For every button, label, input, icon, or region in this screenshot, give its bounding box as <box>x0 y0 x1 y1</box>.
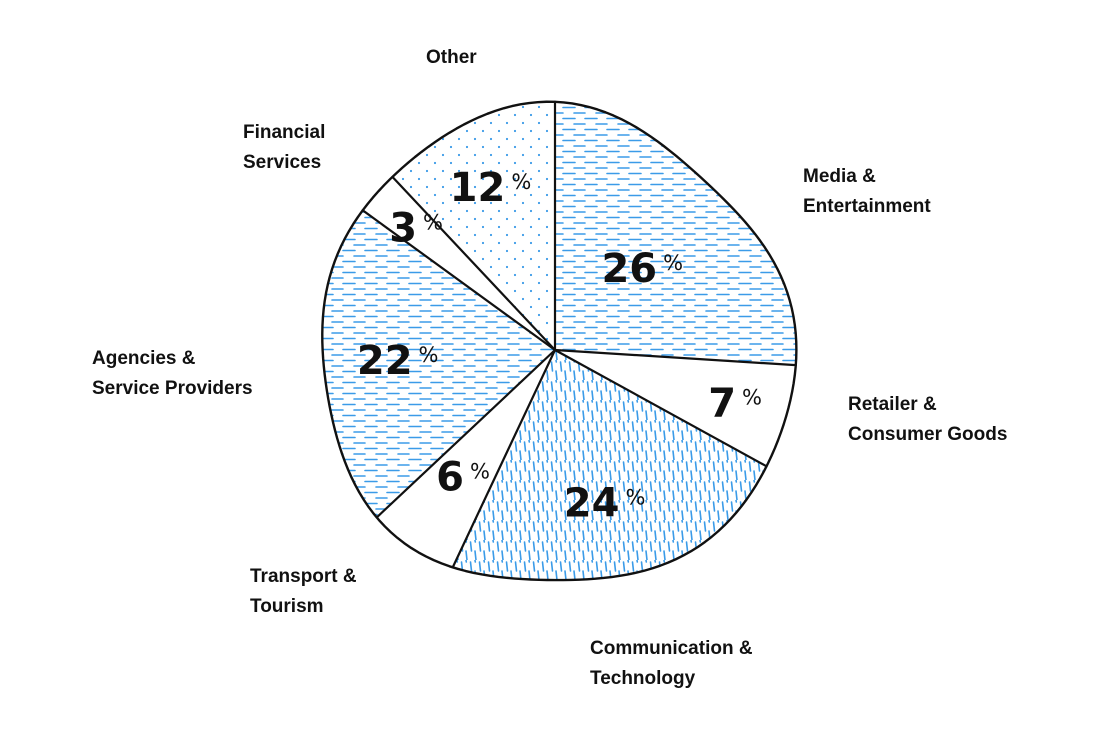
slice-financial-services <box>362 176 555 350</box>
slice-retailer-consumer-goods <box>555 350 796 467</box>
slice-values: 26% 7% 24% 6% 22% 3%12% <box>357 165 762 526</box>
divider-other <box>391 175 557 352</box>
slice-media-entertainment <box>555 101 797 366</box>
divider-retailer-consumer-goods <box>553 348 797 367</box>
value-label-financial-services: 3% <box>389 206 443 252</box>
value-label-other: 12% <box>450 165 532 211</box>
divider-transport-tourism <box>451 348 557 569</box>
value-label-retailer-consumer-goods: 7% <box>708 380 762 426</box>
category-label-other: Other <box>426 47 477 68</box>
category-label-media-entertainment: Media &Entertainment <box>803 166 931 217</box>
category-label-retailer-consumer-goods: Retailer &Consumer Goods <box>848 394 1007 445</box>
category-label-transport-tourism: Transport &Tourism <box>250 566 357 617</box>
divider-financial-services <box>361 209 557 352</box>
slice-communication-technology <box>452 350 767 581</box>
divider-communication-technology <box>553 348 768 468</box>
pie-slices <box>322 101 797 581</box>
value-label-agencies-service-providers: 22% <box>357 338 439 384</box>
pie-outline <box>321 100 798 582</box>
divider-agencies-service-providers <box>375 348 557 519</box>
value-label-media-entertainment: 26% <box>601 246 683 292</box>
value-label-transport-tourism: 6% <box>436 455 490 501</box>
category-label-agencies-service-providers: Agencies &Service Providers <box>92 348 253 399</box>
slice-agencies-service-providers <box>322 210 555 518</box>
category-label-communication-technology: Communication &Technology <box>590 638 753 689</box>
slice-other <box>392 101 555 350</box>
slice-transport-tourism <box>376 350 555 568</box>
pie-outer-edge <box>321 100 798 582</box>
value-label-communication-technology: 24% <box>564 481 646 527</box>
